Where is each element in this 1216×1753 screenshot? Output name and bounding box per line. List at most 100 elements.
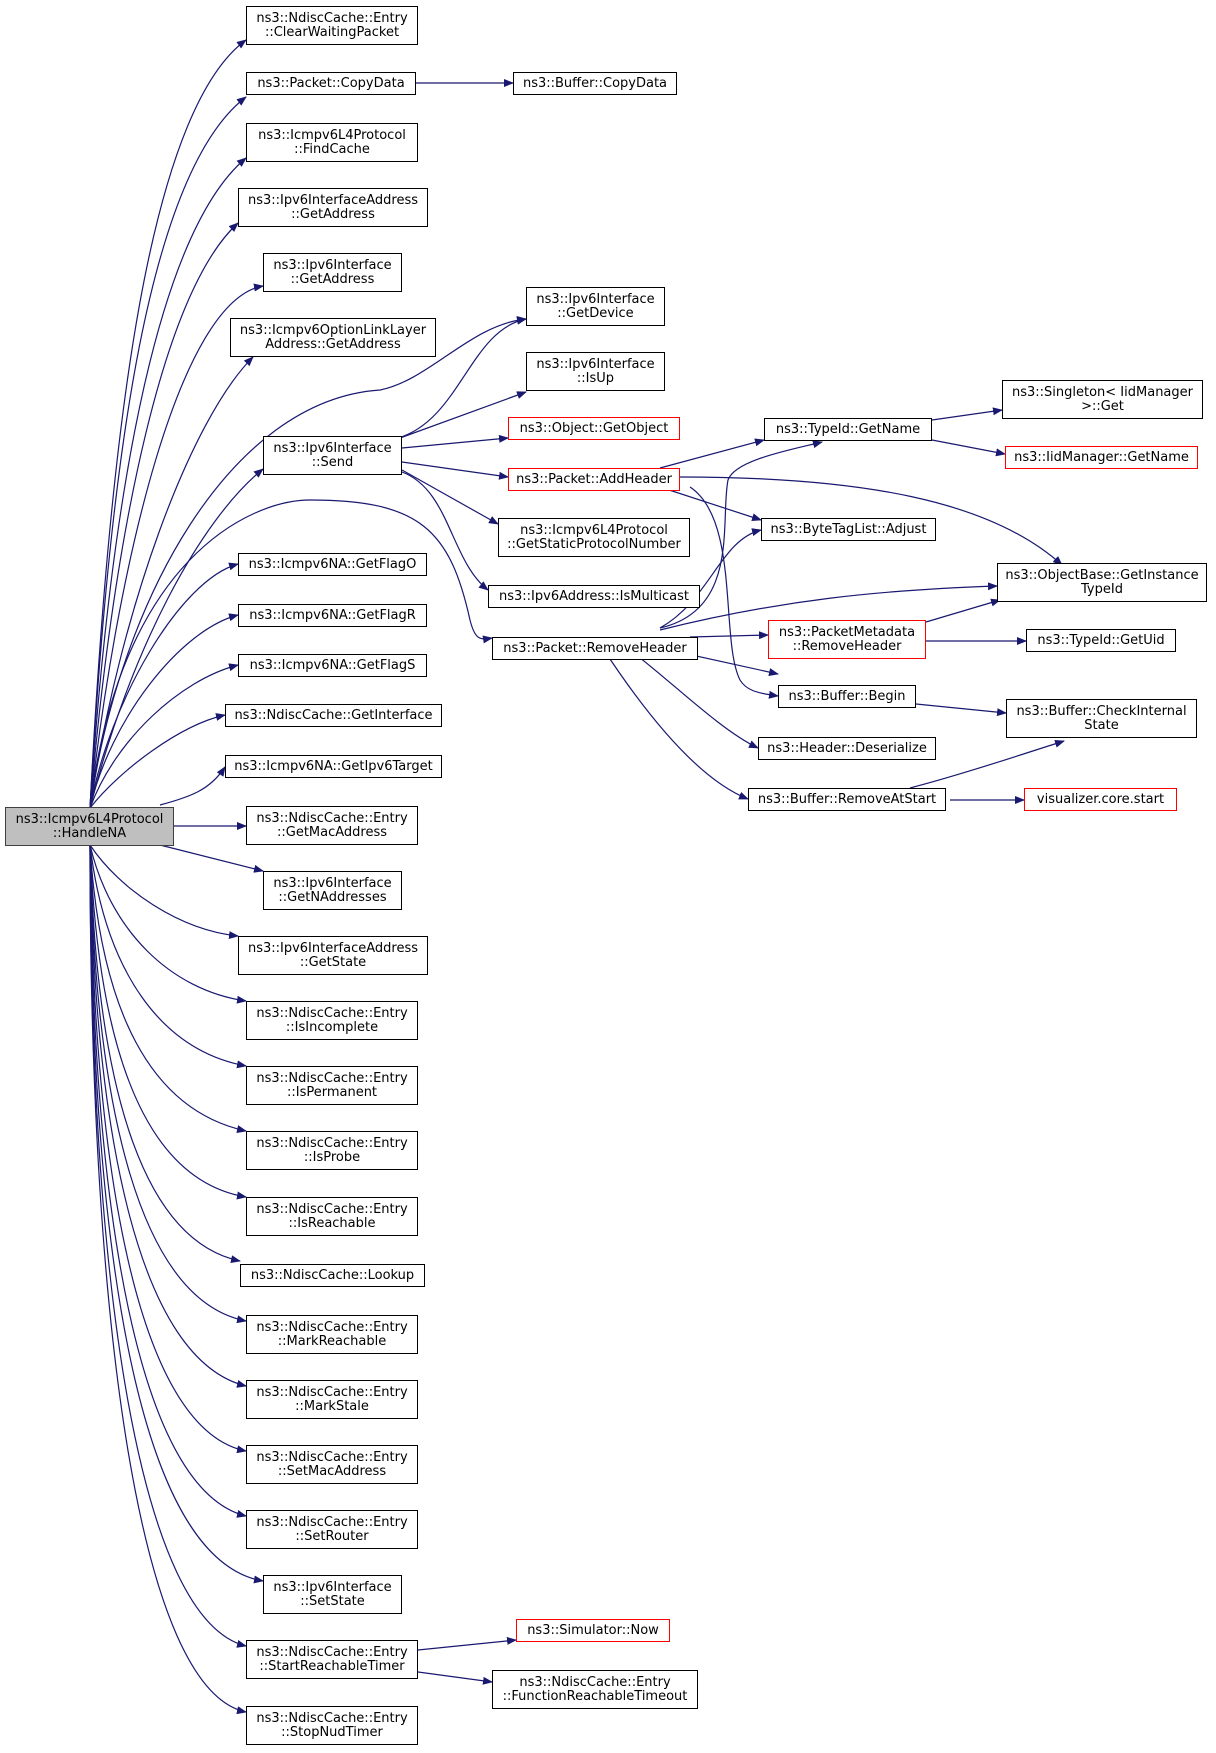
edge-send-addHeader	[401, 461, 509, 480]
node-ipv6interfaceaddress-getaddress[interactable]: ns3::Ipv6InterfaceAddress::GetAddress	[238, 188, 428, 227]
node-visualizer-core-start[interactable]: visualizer.core.start	[1024, 788, 1177, 811]
edge-send-getObject	[401, 434, 509, 449]
edge-root-markStale	[89, 844, 247, 1388]
node-ndisccache-entry-stopnudtimer[interactable]: ns3::NdiscCache::Entry::StopNudTimer	[246, 1706, 418, 1745]
node-buffer-copydata[interactable]: ns3::Buffer::CopyData	[513, 72, 677, 95]
node-label: ::GetStaticProtocolNumber	[507, 536, 681, 552]
node-buffer-begin[interactable]: ns3::Buffer::Begin	[778, 685, 916, 708]
node-icmpv6na-getipv6target[interactable]: ns3::Icmpv6NA::GetIpv6Target	[225, 755, 442, 778]
edge-root-getDevice	[89, 315, 527, 809]
node-ndisccache-entry-getmacaddress[interactable]: ns3::NdiscCache::Entry::GetMacAddress	[246, 806, 418, 845]
node-label: ::GetState	[299, 954, 367, 970]
node-ipv6interface-getnaddresses[interactable]: ns3::Ipv6Interface::GetNAddresses	[263, 871, 402, 910]
node-label: ns3::Ipv6Interface	[273, 875, 392, 891]
node-label: ns3::IidManager::GetName	[1014, 449, 1189, 465]
edge-root-ifaceAddrGetAddress	[89, 222, 239, 809]
node-packet-copydata[interactable]: ns3::Packet::CopyData	[246, 72, 416, 95]
node-bytetaglist-adjust[interactable]: ns3::ByteTagList::Adjust	[761, 518, 936, 541]
node-packet-removeheader[interactable]: ns3::Packet::RemoveHeader	[492, 637, 698, 660]
node-label: ns3::Icmpv6L4Protocol	[15, 811, 164, 827]
node-label: ns3::Icmpv6NA::GetIpv6Target	[234, 758, 433, 774]
node-label: ::GetAddress	[291, 206, 375, 222]
node-label: ::StopNudTimer	[281, 1724, 383, 1740]
node-ndisccache-entry-markreachable[interactable]: ns3::NdiscCache::Entry::MarkReachable	[246, 1315, 418, 1354]
node-label: ::GetNAddresses	[278, 889, 387, 905]
node-typeid-getname[interactable]: ns3::TypeId::GetName	[764, 418, 932, 441]
node-label: ::FindCache	[294, 141, 370, 157]
node-ipv6address-ismulticast[interactable]: ns3::Ipv6Address::IsMulticast	[488, 585, 700, 608]
node-simulator-now[interactable]: ns3::Simulator::Now	[516, 1619, 670, 1642]
node-header-deserialize[interactable]: ns3::Header::Deserialize	[758, 737, 936, 760]
edge-startReachable-simNow	[417, 1636, 517, 1651]
node-label: ns3::Icmpv6L4Protocol	[258, 127, 406, 143]
node-label: ::GetDevice	[557, 305, 634, 321]
node-ndisccache-entry-startreachabletimer[interactable]: ns3::NdiscCache::Entry::StartReachableTi…	[246, 1640, 418, 1679]
node-label: ns3::Header::Deserialize	[767, 740, 927, 756]
node-clearwaitingpacket[interactable]: ns3::NdiscCache::Entry::ClearWaitingPack…	[246, 6, 418, 45]
node-label: ns3::Icmpv6L4Protocol	[520, 522, 668, 538]
edge-root-lookup	[89, 844, 241, 1264]
node-ndisccache-lookup[interactable]: ns3::NdiscCache::Lookup	[240, 1264, 425, 1287]
node-ndisccache-entry-isincomplete[interactable]: ns3::NdiscCache::Entry::IsIncomplete	[246, 1001, 418, 1040]
node-label: >::Get	[1081, 398, 1124, 414]
edge-root-startReachable	[89, 844, 247, 1648]
node-ndisccache-entry-setrouter[interactable]: ns3::NdiscCache::Entry::SetRouter	[246, 1510, 418, 1549]
node-ipv6interface-setstate[interactable]: ns3::Ipv6Interface::SetState	[263, 1575, 402, 1614]
node-label: ::SetMacAddress	[277, 1463, 387, 1479]
node-label: ns3::Ipv6Interface	[273, 1579, 392, 1595]
node-findcache[interactable]: ns3::Icmpv6L4Protocol::FindCache	[246, 123, 418, 162]
node-icmpv6l4protocol-handlena: ns3::Icmpv6L4Protocol::HandleNA	[5, 807, 174, 846]
node-label: ns3::PacketMetadata	[778, 624, 916, 640]
node-iidmanager-getname[interactable]: ns3::IidManager::GetName	[1005, 446, 1198, 469]
node-label: ns3::Ipv6Address::IsMulticast	[499, 588, 689, 604]
node-label: ns3::NdiscCache::Entry	[519, 1674, 671, 1690]
node-label: ns3::ObjectBase::GetInstance	[1005, 567, 1199, 583]
node-ndisccache-getinterface[interactable]: ns3::NdiscCache::GetInterface	[225, 704, 442, 727]
node-ndisccache-entry-isreachable[interactable]: ns3::NdiscCache::Entry::IsReachable	[246, 1197, 418, 1236]
node-label: ns3::Icmpv6NA::GetFlagR	[249, 607, 416, 623]
node-label: ::MarkReachable	[277, 1333, 387, 1349]
edge-root-isIncomplete	[89, 844, 247, 1004]
node-label: ns3::NdiscCache::Entry	[256, 1710, 408, 1726]
node-label: ::GetMacAddress	[276, 824, 388, 840]
node-getstaticprotocolnumber[interactable]: ns3::Icmpv6L4Protocol::GetStaticProtocol…	[498, 518, 690, 557]
node-label: visualizer.core.start	[1036, 791, 1165, 807]
edge-pmRemoveHeader-getInstanceTypeId	[925, 598, 1001, 623]
edge-removeHeader-deserialize	[629, 649, 759, 749]
node-label: ns3::Ipv6Interface	[273, 257, 392, 273]
node-object-getobject[interactable]: ns3::Object::GetObject	[508, 417, 680, 440]
node-label: ns3::Buffer::CheckInternal	[1016, 703, 1187, 719]
node-icmpv6na-getflags[interactable]: ns3::Icmpv6NA::GetFlagS	[238, 654, 427, 677]
node-ndisccache-entry-functionreachabletimeout[interactable]: ns3::NdiscCache::Entry::FunctionReachabl…	[492, 1670, 698, 1709]
node-packetmetadata-removeheader[interactable]: ns3::PacketMetadata::RemoveHeader	[768, 620, 926, 659]
node-buffer-removeatstart[interactable]: ns3::Buffer::RemoveAtStart	[748, 788, 946, 811]
edge-root-getInterface	[89, 713, 226, 809]
node-ipv6interface-getaddress[interactable]: ns3::Ipv6Interface::GetAddress	[263, 253, 402, 292]
node-ndisccache-entry-markstale[interactable]: ns3::NdiscCache::Entry::MarkStale	[246, 1380, 418, 1419]
edge-removeHeader-pmRemoveHeader	[689, 631, 769, 640]
node-ipv6interface-isup[interactable]: ns3::Ipv6Interface::IsUp	[526, 352, 665, 391]
node-ipv6interface-getdevice[interactable]: ns3::Ipv6Interface::GetDevice	[526, 287, 665, 326]
node-ndisccache-entry-isprobe[interactable]: ns3::NdiscCache::Entry::IsProbe	[246, 1131, 418, 1170]
node-ndisccache-entry-ispermanent[interactable]: ns3::NdiscCache::Entry::IsPermanent	[246, 1066, 418, 1105]
edge-startReachable-funcReachable	[417, 1671, 493, 1685]
node-label: ns3::Buffer::CopyData	[522, 75, 668, 91]
node-ndisccache-entry-setmacaddress[interactable]: ns3::NdiscCache::Entry::SetMacAddress	[246, 1445, 418, 1484]
edge-addHeader-byteTagAdjust	[659, 486, 762, 522]
node-ipv6interfaceaddress-getstate[interactable]: ns3::Ipv6InterfaceAddress::GetState	[238, 936, 428, 975]
node-icmpv6na-getflagr[interactable]: ns3::Icmpv6NA::GetFlagR	[238, 604, 427, 627]
node-singleton-iidmanager-get[interactable]: ns3::Singleton< IidManager>::Get	[1002, 380, 1203, 419]
node-typeid-getuid[interactable]: ns3::TypeId::GetUid	[1026, 629, 1176, 652]
node-packet-addheader[interactable]: ns3::Packet::AddHeader	[508, 468, 680, 491]
node-label: ns3::Icmpv6OptionLinkLayer	[239, 322, 427, 338]
edge-root-clearWaiting	[89, 39, 247, 809]
edge-root-setRouter	[89, 844, 247, 1518]
edge-addHeader-getInstanceTypeId	[679, 476, 1063, 566]
node-icmpv6na-getflago[interactable]: ns3::Icmpv6NA::GetFlagO	[238, 553, 427, 576]
node-ipv6interface-send[interactable]: ns3::Ipv6Interface::Send	[263, 436, 402, 475]
edge-root-isProbe	[89, 844, 247, 1133]
edge-root-isReachable	[89, 844, 247, 1200]
